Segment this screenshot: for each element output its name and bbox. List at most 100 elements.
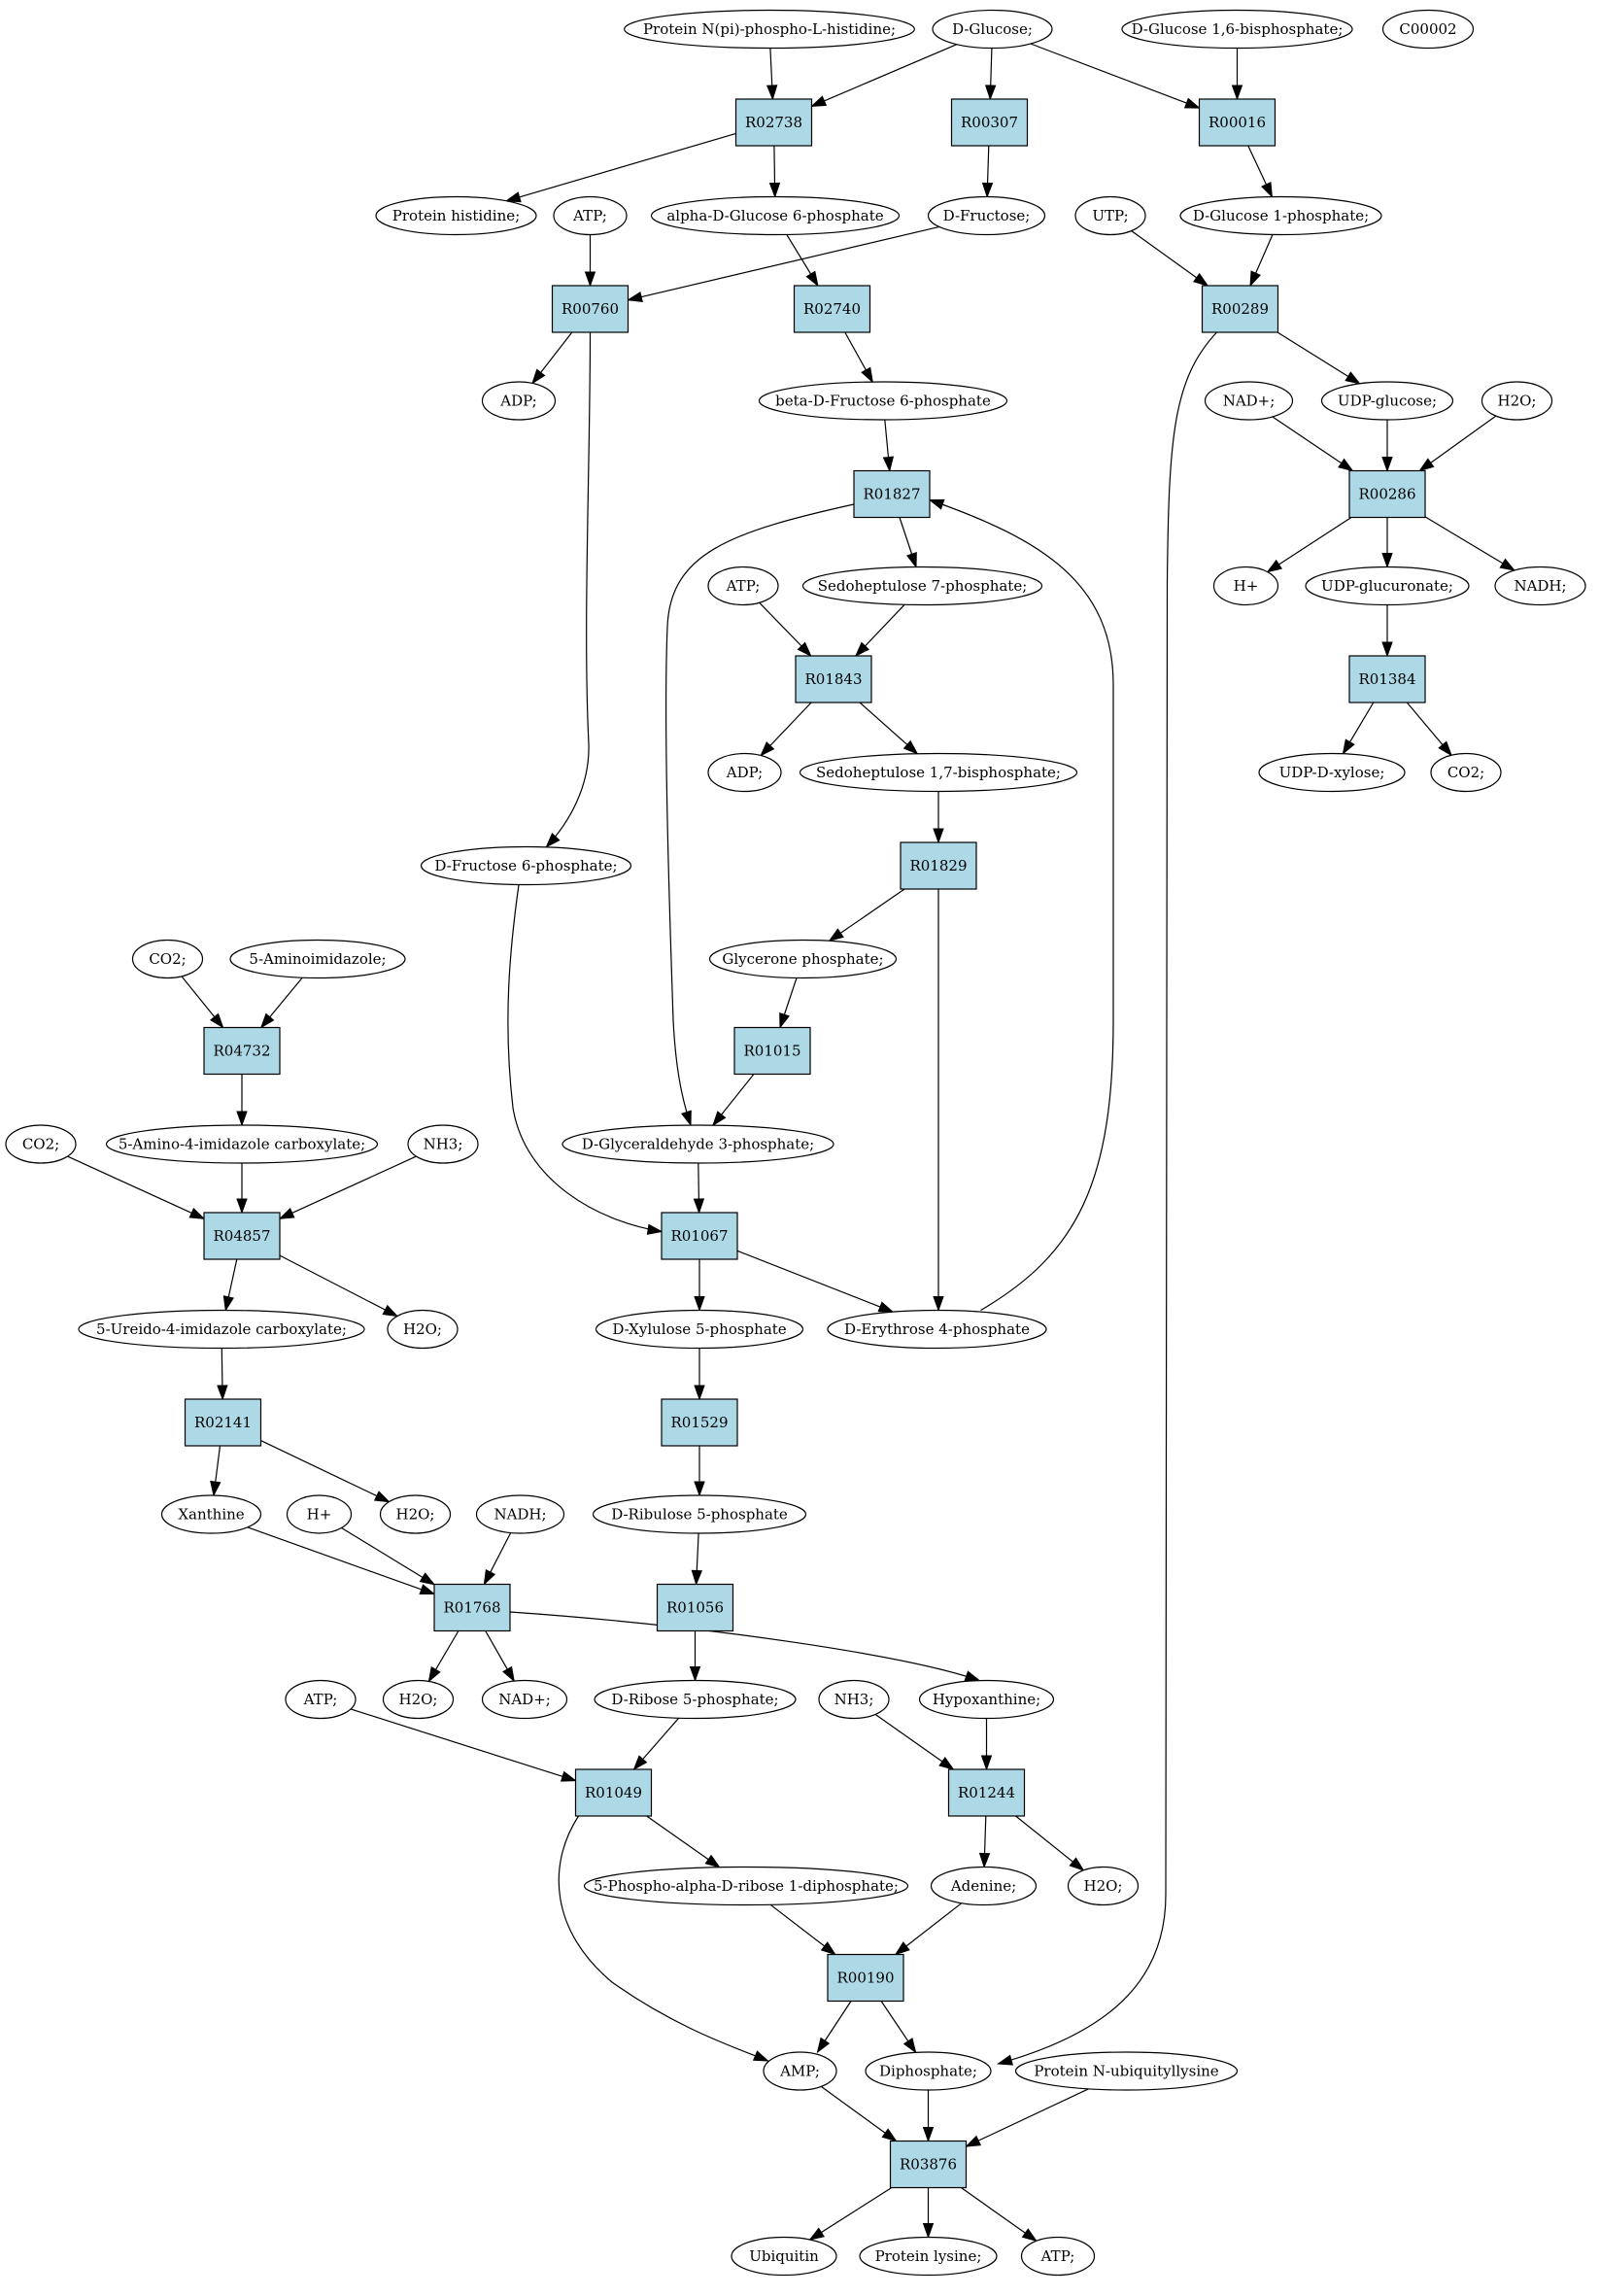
compound-nadh-label: NADH; <box>494 1506 546 1524</box>
compound-atp-node[interactable]: ATP; <box>707 565 779 606</box>
reaction-r03876-node[interactable]: R03876 <box>889 2140 968 2189</box>
reaction-r01067-node[interactable]: R01067 <box>661 1212 738 1260</box>
compound-diphosphate-node[interactable]: Diphosphate; <box>865 2051 992 2091</box>
compound-d-xylulose-5-phosphate-node[interactable]: D-Xylulose 5-phosphate <box>595 1309 804 1350</box>
reaction-r02738-node[interactable]: R02738 <box>734 98 813 147</box>
compound-d-glucose-1-6-bisphosphate-shape <box>1121 9 1353 50</box>
compound-ubiquitin-node[interactable]: Ubiquitin <box>731 2236 837 2277</box>
compound-alpha-d-glucose-6-phosphate-node[interactable]: alpha-D-Glucose 6-phosphate <box>650 195 901 236</box>
compound-amp-node[interactable]: AMP; <box>763 2051 837 2091</box>
compound-nh3-node[interactable]: NH3; <box>818 1679 890 1720</box>
compound-d-glucose-1-6-bisphosphate-node[interactable]: D-Glucose 1,6-bisphosphate; <box>1121 9 1353 50</box>
compound-sedoheptulose-1-7-bisphosphate-node[interactable]: Sedoheptulose 1,7-bisphosphate; <box>799 752 1078 793</box>
reaction-r01529-node[interactable]: R01529 <box>661 1398 738 1447</box>
reaction-r00016-node[interactable]: R00016 <box>1198 98 1277 147</box>
compound-d-glucose-node[interactable]: D-Glucose; <box>932 9 1053 50</box>
compound-5-phospho-alpha-d-ribose-1-diphosphate-label: 5-Phospho-alpha-D-ribose 1-diphosphate; <box>594 1877 899 1895</box>
compound-d-ribulose-5-phosphate-node[interactable]: D-Ribulose 5-phosphate <box>592 1494 807 1534</box>
compound-protein-histidine-node[interactable]: Protein histidine; <box>375 195 537 236</box>
reaction-r04857-node[interactable]: R04857 <box>203 1212 281 1260</box>
reaction-r01015-node[interactable]: R01015 <box>733 1026 811 1076</box>
reaction-r01049-node[interactable]: R01049 <box>574 1768 653 1817</box>
compound-d-erythrose-4-phosphate-node[interactable]: D-Erythrose 4-phosphate <box>827 1309 1047 1350</box>
edge-r01827-to-d-glyceraldehyde-3-phosphate-arrowhead <box>680 1110 692 1127</box>
compound-d-erythrose-4-phosphate-shape <box>827 1309 1047 1350</box>
compound-co2-node[interactable]: CO2; <box>1430 752 1502 793</box>
reaction-r01827-shape <box>853 469 931 519</box>
compound-udp-glucose-node[interactable]: UDP-glucose; <box>1320 381 1454 421</box>
reaction-r02141-node[interactable]: R02141 <box>184 1398 262 1447</box>
reaction-r01244-label: R01244 <box>958 1784 1015 1801</box>
compound-nadh-node[interactable]: NADH; <box>1494 565 1586 606</box>
compound-atp-node[interactable]: ATP; <box>553 195 628 236</box>
reaction-r01843-node[interactable]: R01843 <box>795 655 872 703</box>
compound-protein-n-pi-phospho-l-histidine-node[interactable]: Protein N(pi)-phospho-L-histidine; <box>624 9 915 50</box>
compound-d-fructose-6-phosphate-node[interactable]: D-Fructose 6-phosphate; <box>420 845 632 886</box>
compound-atp-node[interactable]: ATP; <box>1020 2236 1096 2277</box>
reaction-r01244-node[interactable]: R01244 <box>947 1768 1026 1817</box>
compound-atp-label: ATP; <box>726 577 761 595</box>
edge-r01768-to-hypoxanthine-arrowhead <box>964 1670 981 1682</box>
compound-atp-node[interactable]: ATP; <box>285 1679 357 1720</box>
edge-d-erythrose-4-phosphate-to-r01827 <box>928 498 1114 1312</box>
compound-udp-glucuronate-node[interactable]: UDP-glucuronate; <box>1305 565 1470 606</box>
edge-r00289-to-diphosphate <box>997 331 1217 2066</box>
compound-d-glyceraldehyde-3-phosphate-node[interactable]: D-Glyceraldehyde 3-phosphate; <box>562 1124 834 1164</box>
compound-5-aminoimidazole-node[interactable]: 5-Aminoimidazole; <box>229 939 406 979</box>
compound-nad-node[interactable]: NAD+; <box>1204 381 1294 421</box>
compound-nadh-node[interactable]: NADH; <box>475 1494 565 1534</box>
compound-h-node[interactable]: H+ <box>286 1494 353 1534</box>
edge-5-amino-4-imidazole-carboxylate-to-r04857 <box>236 1163 248 1215</box>
edge-co2-to-r04857-arrowhead <box>188 1207 206 1219</box>
compound-nh3-node[interactable]: NH3; <box>407 1124 479 1164</box>
edge-r01384-to-co2-arrowhead <box>1438 740 1452 757</box>
compound-utp-node[interactable]: UTP; <box>1074 195 1146 236</box>
edge-d-glucose-1-phosphate-to-r00289-arrowhead <box>1249 270 1262 288</box>
compound-h2o-node[interactable]: H2O; <box>379 1494 452 1534</box>
reaction-r00307-node[interactable]: R00307 <box>950 98 1029 147</box>
reaction-r04732-node[interactable]: R04732 <box>203 1026 281 1076</box>
compound-co2-node[interactable]: CO2; <box>131 939 204 979</box>
compound-sedoheptulose-7-phosphate-node[interactable]: Sedoheptulose 7-phosphate; <box>801 565 1043 606</box>
compound-protein-lysine-node[interactable]: Protein lysine; <box>859 2236 998 2277</box>
compound-hypoxanthine-node[interactable]: Hypoxanthine; <box>918 1679 1055 1720</box>
reaction-r00286-node[interactable]: R00286 <box>1348 469 1426 519</box>
reaction-r01768-shape <box>433 1583 511 1632</box>
compound-glycerone-phosphate-node[interactable]: Glycerone phosphate; <box>708 939 898 979</box>
compound-5-amino-4-imidazole-carboxylate-node[interactable]: 5-Amino-4-imidazole carboxylate; <box>105 1124 379 1164</box>
compound-beta-d-fructose-6-phosphate-node[interactable]: beta-D-Fructose 6-phosphate <box>758 381 1008 421</box>
compound-h2o-node[interactable]: H2O; <box>387 1309 459 1350</box>
reaction-r01829-node[interactable]: R01829 <box>900 841 977 890</box>
compound-udp-d-xylose-node[interactable]: UDP-D-xylose; <box>1258 752 1406 793</box>
compound-d-fructose-node[interactable]: D-Fructose; <box>927 195 1046 236</box>
compound-h2o-node[interactable]: H2O; <box>1481 381 1553 421</box>
edge-h2o-to-r00286-line <box>1419 415 1497 471</box>
compound-h2o-node[interactable]: H2O; <box>382 1679 455 1720</box>
reaction-r00289-node[interactable]: R00289 <box>1201 285 1279 333</box>
compound-adp-node[interactable]: ADP; <box>481 381 557 421</box>
edge-diphosphate-to-r03876 <box>922 2090 935 2142</box>
compound-d-ribose-5-phosphate-node[interactable]: D-Ribose 5-phosphate; <box>594 1679 797 1720</box>
reaction-r02740-node[interactable]: R02740 <box>793 285 871 333</box>
reaction-r01827-node[interactable]: R01827 <box>853 469 931 519</box>
edge-r02738-to-protein-histidine <box>504 132 736 203</box>
compound-5-ureido-4-imidazole-carboxylate-node[interactable]: 5-Ureido-4-imidazole carboxylate; <box>78 1309 365 1350</box>
compound-d-glucose-1-phosphate-node[interactable]: D-Glucose 1-phosphate; <box>1179 195 1382 236</box>
compound-5-phospho-alpha-d-ribose-1-diphosphate-node[interactable]: 5-Phospho-alpha-D-ribose 1-diphosphate; <box>583 1866 909 1906</box>
compound-h2o-node[interactable]: H2O; <box>1067 1866 1140 1906</box>
compound-c00002-node[interactable]: C00002 <box>1381 9 1475 50</box>
reaction-r01384-node[interactable]: R01384 <box>1348 655 1426 703</box>
compound-co2-node[interactable]: CO2; <box>5 1124 77 1164</box>
reaction-r01768-node[interactable]: R01768 <box>433 1583 511 1632</box>
compound-nad-node[interactable]: NAD+; <box>481 1679 568 1720</box>
reaction-r00760-node[interactable]: R00760 <box>551 285 630 333</box>
compound-adenine-node[interactable]: Adenine; <box>930 1866 1038 1906</box>
compound-h-node[interactable]: H+ <box>1212 565 1279 606</box>
compound-xanthine-node[interactable]: Xanthine <box>160 1494 262 1534</box>
compound-adp-node[interactable]: ADP; <box>707 752 782 793</box>
edge-r01015-to-d-glyceraldehyde-3-phosphate-arrowhead <box>712 1111 727 1127</box>
compound-protein-n-ubiquityllysine-node[interactable]: Protein N-ubiquityllysine <box>1014 2051 1239 2091</box>
reaction-r00190-node[interactable]: R00190 <box>827 1953 904 2003</box>
reaction-r01056-node[interactable]: R01056 <box>656 1583 734 1632</box>
